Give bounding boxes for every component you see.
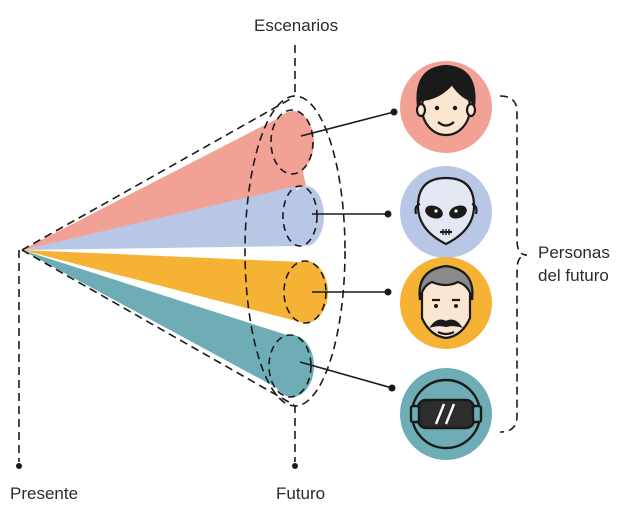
personas-label-line2: del futuro [538,266,609,285]
mustache-man-face-icon [418,264,474,340]
present-label: Presente [10,484,79,503]
scenario-bubble-orange [284,261,328,323]
woman-face-icon [415,64,477,137]
alien-face-icon [414,176,478,246]
personas-bracket [499,95,528,433]
ray-teal [22,250,290,395]
scenario-outline-4 [268,334,312,398]
cone-upper-edge [21,96,295,251]
connector-dot-4 [388,384,396,392]
ray-lavender [22,186,300,250]
future-dot [292,463,298,469]
personas-label-line1: Personas [538,243,610,262]
scenario-outline-2 [282,185,318,247]
persona-vr [400,368,492,460]
scenarios-label: Escenarios [254,16,339,35]
connector-1 [300,111,395,137]
ray-orange [22,250,304,323]
scenario-bubble-lavender [288,186,324,246]
present-dot [16,463,22,469]
scenario-bubble-salmon [272,111,314,173]
scenario-bubble-teal [270,335,314,397]
scenario-outline-1 [270,109,314,175]
connector-dot-3 [384,288,392,296]
connector-dot-1 [390,108,398,116]
persona-man [400,257,492,349]
ray-salmon [22,112,306,250]
persona-woman [400,61,492,153]
vr-headset-icon [409,378,483,450]
connector-4 [299,361,393,389]
cone-lower-edge [21,249,295,406]
persona-alien [400,166,492,258]
connector-dot-2 [384,210,392,218]
future-label: Futuro [276,484,326,503]
